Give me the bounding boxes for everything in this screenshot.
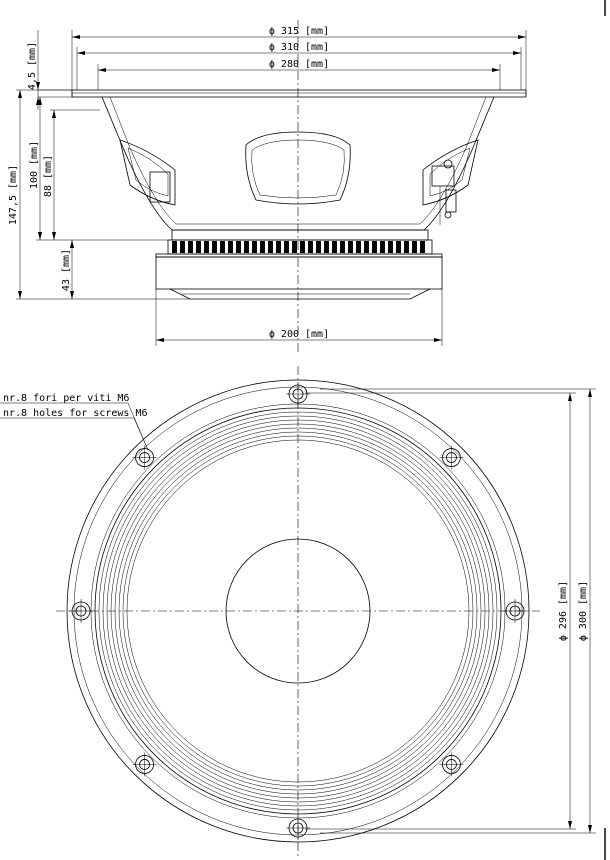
fin: [276, 241, 281, 253]
dim-basket-depth-100-label: 100 [mm]: [29, 141, 40, 189]
fin: [388, 241, 393, 253]
dim-outer-diameter-label: ϕ 315 [mm]: [269, 26, 329, 37]
fin: [212, 241, 217, 253]
fin: [204, 241, 209, 253]
fin: [412, 241, 417, 253]
frame-outer-edge: [66, 379, 530, 843]
fin: [180, 241, 185, 253]
surround-ring: [122, 435, 474, 787]
surround-rings: [98, 411, 498, 811]
fin: [188, 241, 193, 253]
surround-outer-edge: [94, 407, 502, 815]
holes-note-italian: nr.8 fori per viti M6: [3, 393, 129, 404]
basket-window-left: [119, 139, 176, 206]
fin: [364, 241, 369, 253]
dim-basket-depth-88-label: 88 [mm]: [43, 155, 54, 197]
fin: [220, 241, 225, 253]
motor-cooling-fins: [167, 229, 433, 255]
fin: [380, 241, 385, 253]
surround-ring: [110, 423, 486, 799]
dim-magnet-diameter-label: ϕ 200 [mm]: [269, 329, 329, 340]
mounting-hole: [439, 752, 464, 777]
dim-outer-diameter: ϕ 315 [mm]: [71, 26, 527, 96]
dim-flange-thickness: 4,5 [mm]: [27, 30, 40, 110]
fin: [332, 241, 337, 253]
dim-hole-circle: ϕ 296 [mm]: [305, 392, 576, 830]
dim-magnet-height-label: 43 [mm]: [61, 249, 72, 291]
fin: [396, 241, 401, 253]
fin: [252, 241, 257, 253]
mounting-hole: [69, 599, 93, 623]
fin: [420, 241, 425, 253]
dim-mount-diameter: ϕ 310 [mm]: [76, 42, 522, 90]
mounting-hole: [439, 445, 464, 470]
side-view: ϕ 315 [mm] ϕ 310 [mm] ϕ 280 [mm]: [8, 20, 527, 352]
dim-cone-diameter: ϕ 280 [mm]: [97, 59, 501, 90]
fin: [300, 241, 305, 253]
fin: [348, 241, 353, 253]
mounting-holes: [69, 382, 527, 840]
surround-ring: [118, 431, 478, 791]
mounting-hole: [286, 382, 310, 406]
dim-basket-depth-100: 100 [mm]: [29, 97, 168, 241]
fin: [292, 241, 297, 253]
fin: [196, 241, 201, 253]
mounting-hole: [132, 445, 157, 470]
fin: [372, 241, 377, 253]
terminal-block: [431, 165, 455, 187]
dim-basket-depth-88: 88 [mm]: [43, 109, 100, 240]
dim-flange-thickness-label: 4,5 [mm]: [27, 42, 38, 90]
fin: [228, 241, 233, 253]
dim-total-depth-label: 147,5 [mm]: [8, 165, 19, 225]
fin: [260, 241, 265, 253]
mounting-hole: [286, 816, 310, 840]
fin: [284, 241, 289, 253]
surround-ring: [114, 427, 482, 795]
fin: [404, 241, 409, 253]
dim-baffle: ϕ 300 [mm]: [320, 388, 596, 834]
holes-note-english: nr.8 holes for screws M6: [3, 408, 148, 419]
fin: [172, 241, 177, 253]
mounting-hole: [503, 599, 527, 623]
dim-magnet-diameter: ϕ 200 [mm]: [155, 289, 443, 346]
front-view: nr.8 fori per viti M6 nr.8 holes for scr…: [0, 366, 596, 858]
surround-ring: [102, 415, 494, 807]
basket-window-right: [422, 139, 479, 206]
dim-hole-circle-label: ϕ 296 [mm]: [558, 581, 569, 641]
fin: [236, 241, 241, 253]
surround-ring: [98, 411, 498, 811]
fin: [308, 241, 313, 253]
dim-baffle-label: ϕ 300 [mm]: [578, 581, 589, 641]
mounting-hole: [132, 752, 157, 777]
fin: [316, 241, 321, 253]
speaker-flange: [38, 89, 527, 98]
holes-note: nr.8 fori per viti M6 nr.8 holes for scr…: [0, 393, 149, 451]
dim-magnet-height: 43 [mm]: [61, 240, 74, 299]
dust-cap: [225, 538, 371, 684]
fin: [340, 241, 345, 253]
dim-total-depth: 147,5 [mm]: [8, 89, 190, 300]
surround-ring: [126, 439, 470, 783]
dim-cone-diameter-label: ϕ 280 [mm]: [269, 59, 329, 70]
fin: [268, 241, 273, 253]
magnet-assembly: [155, 253, 443, 300]
fin: [244, 241, 249, 253]
fin: [324, 241, 329, 253]
surround-ring: [106, 419, 490, 803]
dim-mount-diameter-label: ϕ 310 [mm]: [269, 42, 329, 53]
fin: [356, 241, 361, 253]
basket-window-center: [245, 131, 351, 205]
